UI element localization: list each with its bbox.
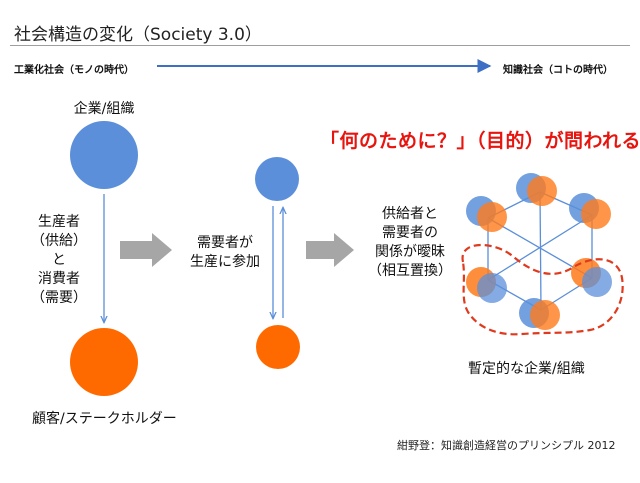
stage1-consumer-circle: [70, 328, 138, 396]
stage3-nodes: [466, 173, 612, 330]
stage2-label-line: 需要者が: [197, 235, 253, 251]
stage1-label-line: と: [52, 252, 66, 268]
stage1-supplier-circle: [70, 121, 138, 189]
timeline-end-label: 知識社会（コトの時代）: [503, 65, 613, 76]
timeline-start-label: 工業化社会（モノの時代）: [14, 65, 134, 76]
stage3-label-line: 関係が曖昧: [375, 244, 445, 260]
stage1-label-line: （供給）: [31, 233, 87, 249]
node-orange: [527, 176, 557, 206]
stage3-bottom-label: 暫定的な企業/組織: [468, 361, 585, 377]
stage1-bottom-label: 顧客/ステークホルダー: [32, 411, 177, 427]
title-divider: [10, 45, 630, 46]
stage2-label: 需要者が 生産に参加: [180, 234, 270, 272]
stage1-label-line: 消費者: [38, 271, 80, 287]
stage3-relationship-label: 供給者と 需要者の 関係が曖昧 （相互置換）: [362, 205, 458, 281]
stage3-label-line: （相互置換）: [368, 263, 452, 279]
network-edge: [487, 214, 593, 281]
stage1-middle-label: 生産者 （供給） と 消費者 （需要）: [14, 213, 104, 308]
transition-arrow-2: [306, 233, 354, 267]
stage2-supplier-circle: [255, 157, 299, 201]
stage3-label-line: 需要者の: [382, 225, 438, 241]
network-edge: [539, 191, 542, 311]
stage3-label-line: 供給者と: [382, 206, 438, 222]
node-orange: [477, 202, 507, 232]
stage2-label-line: 生産に参加: [190, 254, 260, 270]
source-credit: 紺野登：知識創造経営のプリンシプル 2012: [397, 439, 616, 452]
stage1-label-line: 生産者: [38, 214, 80, 230]
stage1-label-line: （需要）: [31, 290, 87, 306]
temporary-organization-boundary: [461, 243, 624, 336]
page-title: 社会構造の変化（Society 3.0）: [14, 25, 262, 45]
node-blue: [477, 273, 507, 303]
node-blue: [582, 267, 612, 297]
stage1-top-label: 企業/組織: [73, 101, 135, 117]
stage2-consumer-circle: [256, 325, 300, 369]
stage3-headline: 「何のために？」（目的）が問われる: [320, 130, 640, 152]
transition-arrow-1: [120, 233, 172, 267]
node-orange: [530, 300, 560, 330]
node-orange: [581, 199, 611, 229]
